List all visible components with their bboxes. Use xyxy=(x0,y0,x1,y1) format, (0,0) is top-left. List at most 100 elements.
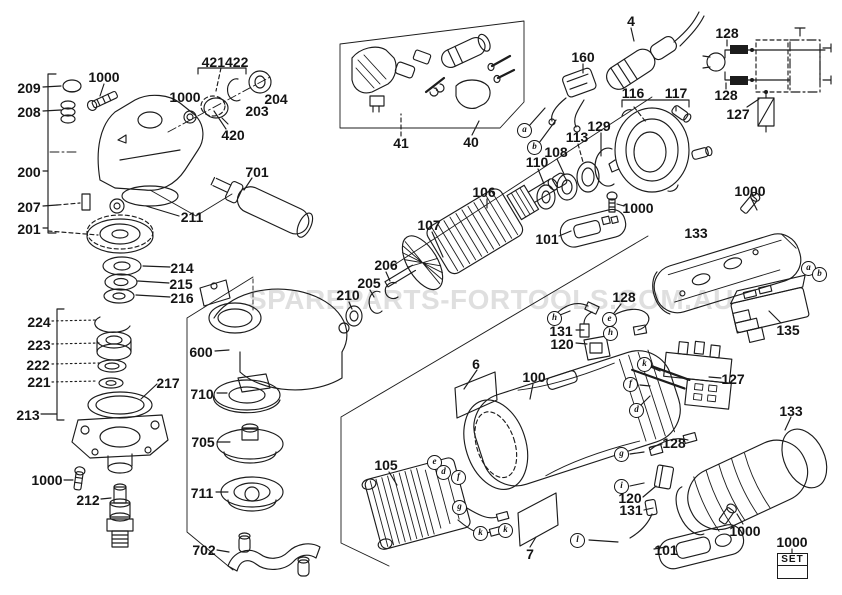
watermark: SPAREPARTS-FORTOOLS.COM.AU xyxy=(248,284,734,315)
spindle-drawing xyxy=(106,483,134,548)
part-label-421422: 421422 xyxy=(201,54,249,70)
wheel-guard-drawing xyxy=(199,279,348,391)
part-label-128: 128 xyxy=(612,289,636,305)
part-label-213: 213 xyxy=(16,407,40,423)
part-label-101: 101 xyxy=(654,542,678,558)
part-label-1000: 1000 xyxy=(776,534,808,550)
part-label-7: 7 xyxy=(526,546,534,562)
callout-letter-d: d xyxy=(629,403,644,418)
part-label-217: 217 xyxy=(156,375,180,391)
part-label-600: 600 xyxy=(189,344,213,360)
part-label-1000: 1000 xyxy=(734,183,766,199)
part-label-100: 100 xyxy=(522,369,546,385)
part-label-204: 204 xyxy=(264,91,288,107)
part-label-129: 129 xyxy=(587,118,611,134)
callout-letter-a: a xyxy=(517,123,532,138)
part-label-216: 216 xyxy=(170,290,194,306)
part-label-105: 105 xyxy=(374,457,398,473)
part-label-701: 701 xyxy=(245,164,269,180)
part-label-6: 6 xyxy=(472,356,480,372)
brush-set-lower-drawing xyxy=(629,432,745,570)
callout-letter-k: k xyxy=(473,526,488,541)
part-label-128: 128 xyxy=(714,87,738,103)
switch-module-drawing xyxy=(729,274,810,343)
part-label-711: 711 xyxy=(190,485,214,501)
part-label-116: 116 xyxy=(621,85,645,101)
retaining-ring-drawing xyxy=(338,281,399,334)
part-label-41: 41 xyxy=(393,135,409,151)
bearing-housing-drawing xyxy=(608,105,713,193)
part-label-1000: 1000 xyxy=(622,200,654,216)
pinion-gear-set-drawing xyxy=(183,70,272,125)
part-label-223: 223 xyxy=(27,337,51,353)
part-label-705: 705 xyxy=(191,434,215,450)
part-label-108: 108 xyxy=(544,144,568,160)
wiring-schematic-drawing xyxy=(702,27,832,133)
part-label-127: 127 xyxy=(726,106,750,122)
handle-grip-drawing xyxy=(675,428,828,536)
part-label-210: 210 xyxy=(336,287,360,303)
brush-pad-drawing xyxy=(559,208,627,248)
label-sticker-drawings xyxy=(454,371,559,547)
callout-letter-g: g xyxy=(452,500,467,515)
part-label-710: 710 xyxy=(190,386,214,402)
part-label-110: 110 xyxy=(525,154,549,170)
part-label-208: 208 xyxy=(17,104,41,120)
part-label-106: 106 xyxy=(472,184,496,200)
callout-letter-e: e xyxy=(602,312,617,327)
part-label-203: 203 xyxy=(245,103,269,119)
part-label-201: 201 xyxy=(17,221,41,237)
flange-nut-set-drawing xyxy=(212,373,284,512)
part-label-209: 209 xyxy=(17,80,41,96)
part-label-211: 211 xyxy=(180,209,204,225)
part-label-128: 128 xyxy=(715,25,739,41)
part-label-221: 221 xyxy=(27,374,51,390)
part-label-215: 215 xyxy=(169,276,193,292)
part-label-128: 128 xyxy=(662,435,686,451)
part-label-113: 113 xyxy=(565,129,589,145)
gearbox-housing-drawing xyxy=(60,79,204,254)
callout-letter-h: h xyxy=(603,326,618,341)
part-label-160: 160 xyxy=(571,49,595,65)
part-label-131: 131 xyxy=(619,502,643,518)
part-label-206: 206 xyxy=(374,257,398,273)
switch-160-drawing xyxy=(548,67,597,133)
part-label-40: 40 xyxy=(463,134,479,150)
pin-wrench-drawing xyxy=(227,532,321,577)
part-label-207: 207 xyxy=(17,199,41,215)
part-label-133: 133 xyxy=(779,403,803,419)
part-label-120: 120 xyxy=(618,490,642,506)
callout-letter-d: d xyxy=(436,465,451,480)
part-label-420: 420 xyxy=(221,127,245,143)
part-label-133: 133 xyxy=(684,225,708,241)
callout-letter-l: l xyxy=(570,533,585,548)
callout-letter-k: k xyxy=(637,357,652,372)
switch-parts-drawing xyxy=(351,33,516,113)
cord-set-drawing xyxy=(606,11,705,90)
part-label-214: 214 xyxy=(170,260,194,276)
part-label-222: 222 xyxy=(26,357,50,373)
part-label-131: 131 xyxy=(549,323,573,339)
bearing-flange-drawing xyxy=(71,391,169,474)
callout-letter-f: f xyxy=(451,470,466,485)
callout-letter-g: g xyxy=(614,447,629,462)
part-label-702: 702 xyxy=(192,542,216,558)
part-label-1000: 1000 xyxy=(729,523,761,539)
part-label-212: 212 xyxy=(76,492,100,508)
part-label-135: 135 xyxy=(776,322,800,338)
field-stator-drawing xyxy=(361,457,510,550)
side-handle-drawing xyxy=(210,176,314,238)
armature-drawing xyxy=(384,172,568,291)
part-label-117: 117 xyxy=(664,85,688,101)
callout-letter-h: h xyxy=(547,311,562,326)
part-label-224: 224 xyxy=(27,314,51,330)
screw-set-box: SET xyxy=(777,553,808,579)
callout-letter-k: k xyxy=(498,523,513,538)
part-label-1000: 1000 xyxy=(31,472,63,488)
callout-letter-i: i xyxy=(614,479,629,494)
part-label-101: 101 xyxy=(535,231,559,247)
part-label-1000: 1000 xyxy=(88,69,120,85)
callout-letter-b: b xyxy=(527,140,542,155)
